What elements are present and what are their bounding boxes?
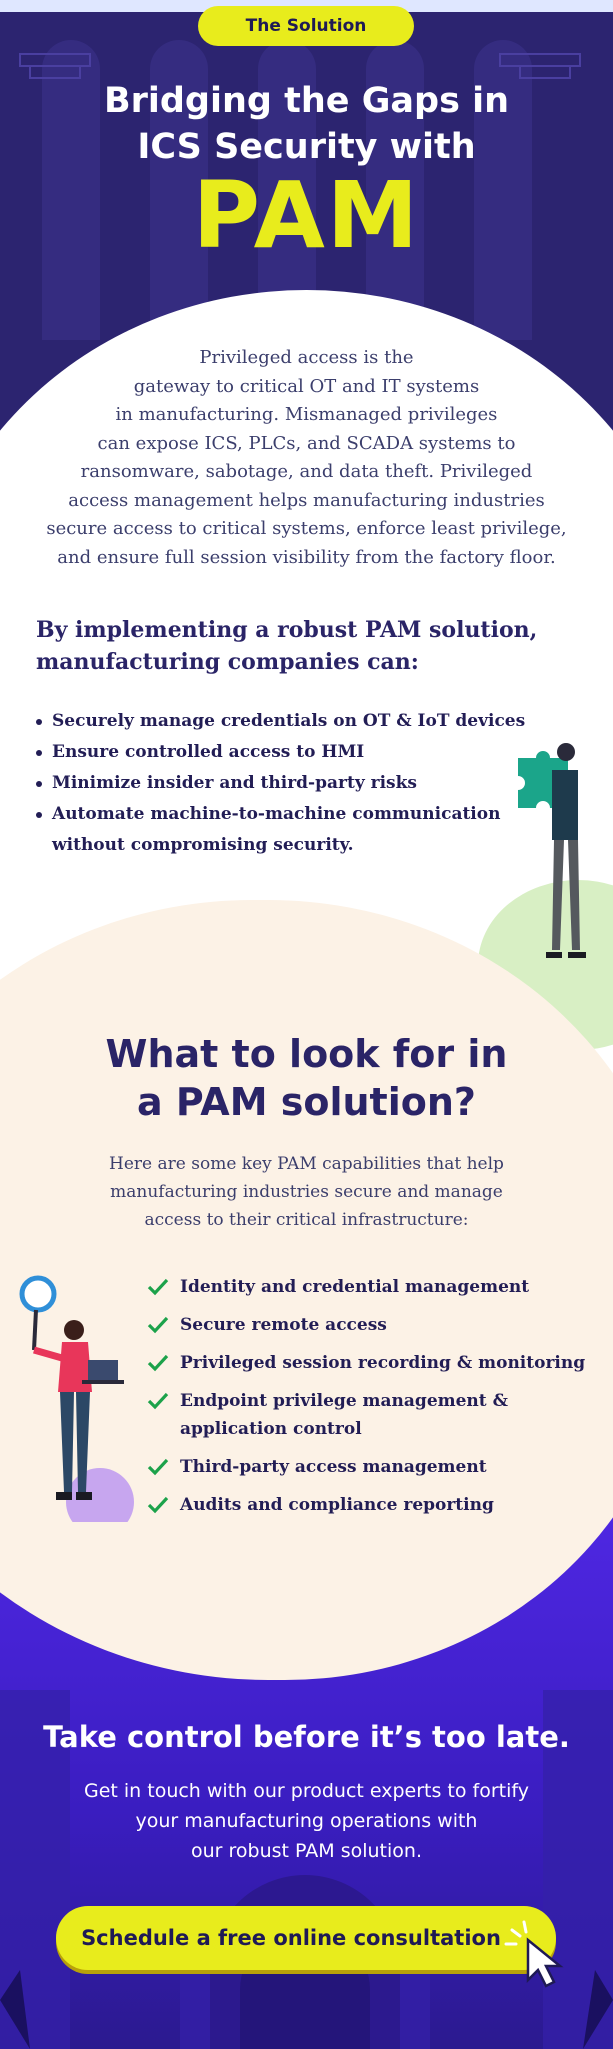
man-with-puzzle-illustration	[518, 743, 586, 958]
list-item-text: Audits and compliance reporting	[180, 1495, 494, 1515]
lookfor-heading-line: What to look for in	[105, 1032, 508, 1076]
lookfor-intro-line: manufacturing industries secure and mana…	[110, 1182, 503, 1202]
intro-line: Privileged access is the	[199, 347, 414, 368]
magnifier-icon	[19, 1275, 57, 1351]
cta-text-line: our robust PAM solution.	[191, 1840, 422, 1862]
header-arch-decoration	[42, 40, 100, 340]
lookfor-heading-line: a PAM solution?	[137, 1080, 476, 1124]
cta-text: Get in touch with our product experts to…	[40, 1776, 573, 1866]
page-title-line: ICS Security with	[137, 127, 476, 167]
list-item-text: Secure remote access	[180, 1315, 387, 1335]
header-arch-decoration	[474, 40, 532, 340]
benefits-list: Securely manage credentials on OT & IoT …	[36, 706, 536, 861]
check-icon	[147, 1316, 169, 1334]
header-arch-decoration	[366, 40, 424, 340]
list-item-text: Endpoint privilege management & applicat…	[180, 1391, 508, 1439]
list-item-text: Automate machine-to-machine communicatio…	[52, 804, 501, 824]
intro-line: access management helps manufacturing in…	[68, 489, 545, 511]
check-icon	[147, 1278, 169, 1296]
list-item: Privileged session recording & monitorin…	[146, 1349, 606, 1377]
list-item-text: Securely manage credentials on OT & IoT …	[52, 711, 526, 731]
cta-text-line: Get in touch with our product experts to…	[83, 1780, 529, 1802]
list-item: Third-party access management	[146, 1453, 606, 1481]
list-item-continuation: without compromising security.	[36, 830, 536, 861]
check-icon	[147, 1392, 169, 1410]
header-arch-decoration	[150, 40, 208, 340]
intro-line: secure access to critical systems, enfor…	[46, 518, 567, 539]
brick-wall-decoration	[19, 53, 581, 79]
list-item-text: Ensure controlled access to HMI	[52, 742, 365, 762]
list-item: Ensure controlled access to HMI	[36, 737, 536, 768]
page-title-line: Bridging the Gaps in	[103, 81, 510, 121]
list-item-text: Third-party access management	[180, 1457, 487, 1477]
intro-paragraph: Privileged access is the gateway to crit…	[30, 344, 583, 572]
lookfor-intro-line: access to their critical infrastructure:	[144, 1210, 469, 1230]
bullet-icon	[36, 812, 42, 818]
benefits-heading-line: By implementing a robust PAM solution,	[36, 617, 538, 643]
intro-line: can expose ICS, PLCs, and SCADA systems …	[97, 432, 516, 454]
bullet-icon	[36, 781, 42, 787]
list-item: Securely manage credentials on OT & IoT …	[36, 706, 536, 737]
bullet-icon	[36, 719, 42, 725]
lookfor-background	[0, 900, 613, 1680]
lookfor-intro: Here are some key PAM capabilities that …	[70, 1150, 543, 1234]
intro-line: ransomware, sabotage, and data theft. Pr…	[80, 461, 533, 482]
list-item: Minimize insider and third-party risks	[36, 768, 536, 799]
check-icon	[147, 1496, 169, 1514]
bullet-icon	[36, 750, 42, 756]
lookfor-heading: What to look for in a PAM solution?	[0, 1030, 613, 1126]
benefits-background	[0, 575, 613, 905]
page-title-highlight: PAM	[192, 162, 421, 269]
laptop-icon	[82, 1360, 124, 1384]
list-item-text: Privileged session recording & monitorin…	[180, 1353, 586, 1373]
benefits-heading-line: manufacturing companies can:	[36, 649, 419, 675]
list-item: Identity and credential management	[146, 1273, 606, 1301]
page-title: Bridging the Gaps in ICS Security with	[0, 78, 613, 170]
lookfor-intro-line: Here are some key PAM capabilities that …	[109, 1154, 504, 1174]
intro-line: and ensure full session visibility from …	[57, 546, 556, 568]
list-item: Audits and compliance reporting	[146, 1491, 606, 1519]
intro-line: in manufacturing. Mismanaged privileges	[115, 404, 498, 425]
list-item: Endpoint privilege management & applicat…	[146, 1387, 606, 1443]
check-icon	[147, 1458, 169, 1476]
list-item-text: Identity and credential management	[180, 1277, 530, 1297]
list-item-text: Minimize insider and third-party risks	[52, 773, 417, 793]
check-icon	[147, 1354, 169, 1372]
list-item: Secure remote access	[146, 1311, 606, 1339]
woman-with-magnifier-illustration	[19, 1275, 134, 1522]
schedule-consultation-button[interactable]: Schedule a free online consultation	[56, 1906, 556, 1970]
castle-silhouette-decoration	[0, 1690, 613, 2049]
benefits-heading: By implementing a robust PAM solution, m…	[36, 614, 556, 678]
section-badge: The Solution	[198, 6, 414, 46]
cta-title: Take control before it’s too late.	[43, 1720, 570, 1754]
list-item: Automate machine-to-machine communicatio…	[36, 799, 536, 830]
capabilities-list: Identity and credential management Secur…	[146, 1273, 606, 1529]
cta-text-line: your manufacturing operations with	[135, 1810, 478, 1832]
intro-line: gateway to critical OT and IT systems	[133, 375, 480, 397]
list-item-text: without compromising security.	[52, 835, 354, 855]
cursor-click-icon	[504, 1920, 564, 1988]
